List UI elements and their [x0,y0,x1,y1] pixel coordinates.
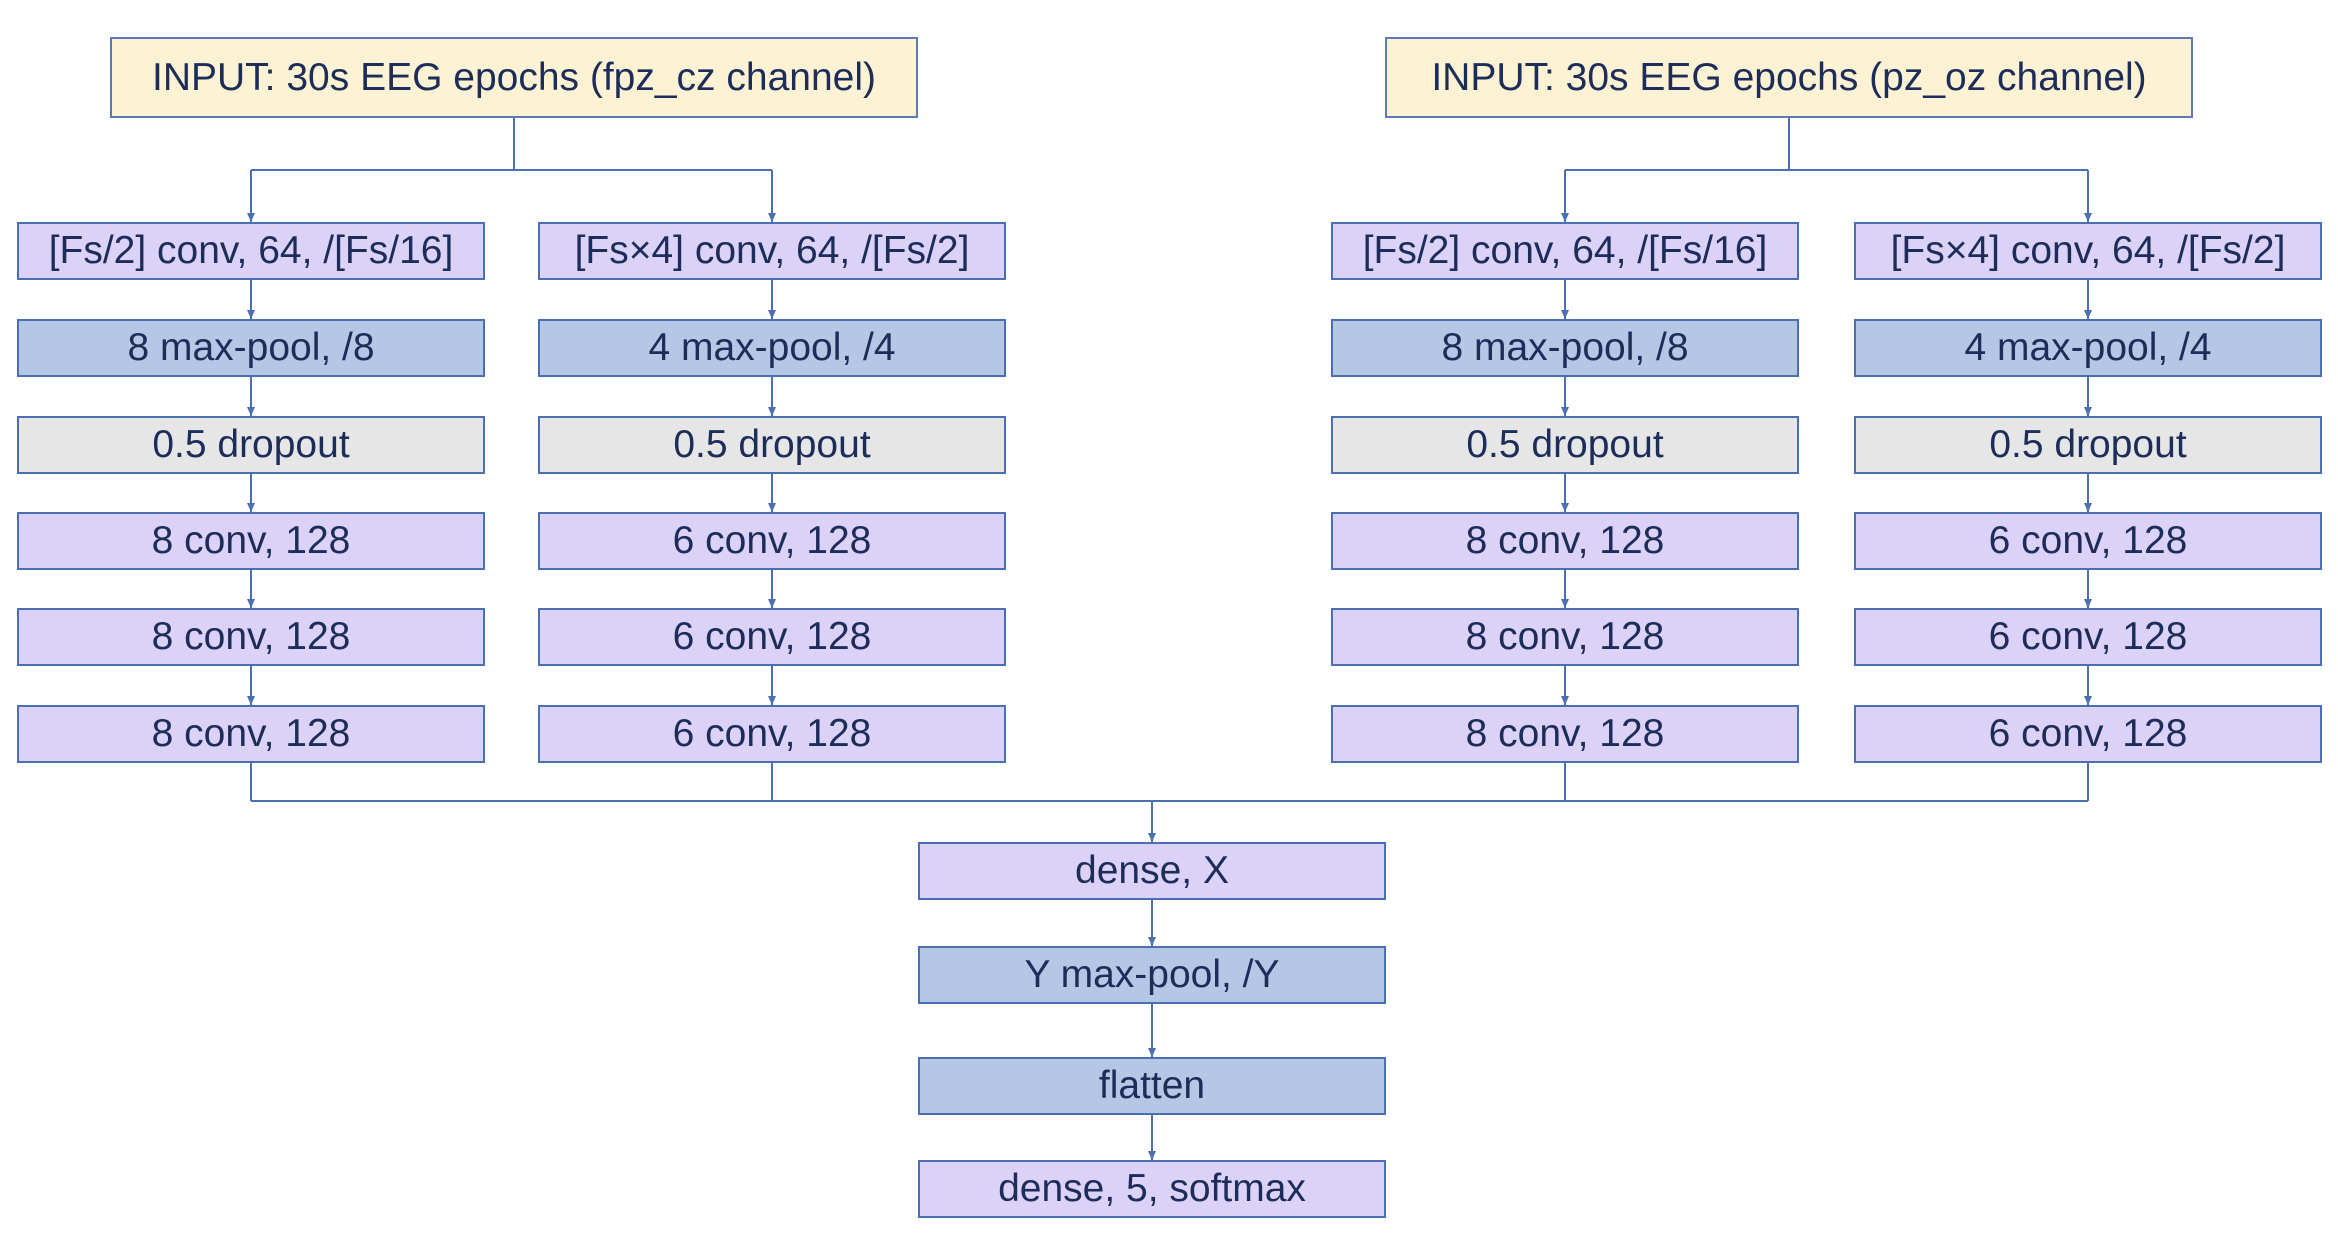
head-layer-1-label: dense, X [1075,849,1229,892]
left-small-layer-2: 8 max-pool, /8 [17,319,485,377]
left-large-layer-6-label: 6 conv, 128 [672,712,872,755]
right-small-layer-4: 8 conv, 128 [1331,512,1799,570]
input-fpz-cz-box: INPUT: 30s EEG epochs (fpz_cz channel) [110,37,918,118]
right-large-layer-4: 6 conv, 128 [1854,512,2322,570]
right-small-layer-5: 8 conv, 128 [1331,608,1799,666]
right-small-layer-2: 8 max-pool, /8 [1331,319,1799,377]
left-large-layer-4: 6 conv, 128 [538,512,1006,570]
right-large-layer-6: 6 conv, 128 [1854,705,2322,763]
right-large-layer-6-label: 6 conv, 128 [1988,712,2188,755]
head-layer-2: Y max-pool, /Y [918,946,1386,1004]
left-small-layer-6-label: 8 conv, 128 [151,712,351,755]
right-large-layer-3: 0.5 dropout [1854,416,2322,474]
right-small-layer-3-label: 0.5 dropout [1466,423,1664,466]
left-small-layer-1: [Fs/2] conv, 64, /[Fs/16] [17,222,485,280]
right-small-layer-5-label: 8 conv, 128 [1465,615,1665,658]
left-small-layer-3-label: 0.5 dropout [152,423,350,466]
head-layer-3-label: flatten [1098,1064,1206,1107]
left-large-layer-5-label: 6 conv, 128 [672,615,872,658]
left-small-layer-6: 8 conv, 128 [17,705,485,763]
left-large-layer-6: 6 conv, 128 [538,705,1006,763]
right-small-layer-4-label: 8 conv, 128 [1465,519,1665,562]
left-small-layer-2-label: 8 max-pool, /8 [127,326,375,369]
right-small-layer-2-label: 8 max-pool, /8 [1441,326,1689,369]
left-small-layer-1-label: [Fs/2] conv, 64, /[Fs/16] [48,229,454,272]
input-fpz-cz-label: INPUT: 30s EEG epochs (fpz_cz channel) [152,55,876,99]
left-large-layer-3-label: 0.5 dropout [673,423,871,466]
right-small-layer-3: 0.5 dropout [1331,416,1799,474]
input-pz-oz-label: INPUT: 30s EEG epochs (pz_oz channel) [1431,55,2147,99]
right-small-layer-1: [Fs/2] conv, 64, /[Fs/16] [1331,222,1799,280]
right-small-layer-6: 8 conv, 128 [1331,705,1799,763]
right-large-layer-5-label: 6 conv, 128 [1988,615,2188,658]
right-large-layer-2: 4 max-pool, /4 [1854,319,2322,377]
left-small-layer-3: 0.5 dropout [17,416,485,474]
right-large-layer-1: [Fs×4] conv, 64, /[Fs/2] [1854,222,2322,280]
head-layer-4-label: dense, 5, softmax [998,1167,1306,1210]
left-large-layer-5: 6 conv, 128 [538,608,1006,666]
left-large-layer-2-label: 4 max-pool, /4 [648,326,896,369]
left-large-layer-1: [Fs×4] conv, 64, /[Fs/2] [538,222,1006,280]
left-large-layer-3: 0.5 dropout [538,416,1006,474]
right-large-layer-3-label: 0.5 dropout [1989,423,2187,466]
left-large-layer-4-label: 6 conv, 128 [672,519,872,562]
right-large-layer-1-label: [Fs×4] conv, 64, /[Fs/2] [1890,229,2286,272]
head-layer-2-label: Y max-pool, /Y [1024,953,1280,996]
right-large-layer-4-label: 6 conv, 128 [1988,519,2188,562]
head-layer-4: dense, 5, softmax [918,1160,1386,1218]
input-pz-oz-box: INPUT: 30s EEG epochs (pz_oz channel) [1385,37,2193,118]
right-large-layer-2-label: 4 max-pool, /4 [1964,326,2212,369]
head-layer-1: dense, X [918,842,1386,900]
left-small-layer-4-label: 8 conv, 128 [151,519,351,562]
right-large-layer-5: 6 conv, 128 [1854,608,2322,666]
left-small-layer-5: 8 conv, 128 [17,608,485,666]
left-small-layer-5-label: 8 conv, 128 [151,615,351,658]
left-small-layer-4: 8 conv, 128 [17,512,485,570]
right-small-layer-1-label: [Fs/2] conv, 64, /[Fs/16] [1362,229,1768,272]
right-small-layer-6-label: 8 conv, 128 [1465,712,1665,755]
left-large-layer-2: 4 max-pool, /4 [538,319,1006,377]
head-layer-3: flatten [918,1057,1386,1115]
left-large-layer-1-label: [Fs×4] conv, 64, /[Fs/2] [574,229,970,272]
